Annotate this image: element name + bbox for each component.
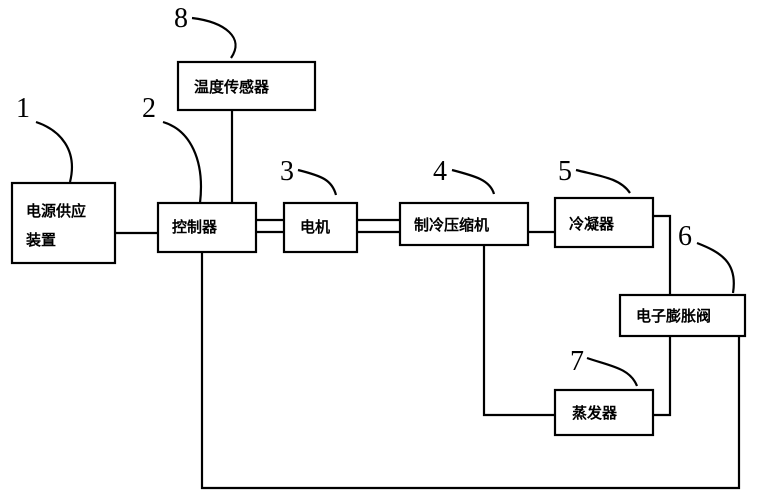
callout-numbers: 1 2 3 4 5 6 7 8 — [16, 3, 692, 377]
power-supply-label-2: 装置 — [25, 231, 56, 249]
callout-leader-6 — [696, 241, 735, 294]
controller-box: 控制器 — [156, 201, 258, 254]
motor-box: 电机 — [282, 201, 359, 254]
callout-number-4: 4 — [433, 156, 447, 187]
link-valve-evaporator — [653, 336, 672, 417]
connections — [115, 110, 741, 490]
motor-label: 电机 — [300, 218, 330, 236]
controller-label: 控制器 — [172, 218, 218, 236]
evaporator-label: 蒸发器 — [572, 404, 618, 422]
temp-sensor-label: 温度传感器 — [194, 78, 270, 96]
callout-leader-2 — [162, 120, 202, 204]
link-condenser-valve — [653, 214, 672, 295]
condenser-box: 冷凝器 — [553, 196, 655, 249]
link-evaporator-compressor — [482, 245, 555, 417]
compressor-label: 制冷压缩机 — [414, 216, 489, 234]
callout-leader-7 — [586, 356, 639, 387]
callout-leader-3 — [297, 168, 338, 196]
evaporator-box: 蒸发器 — [553, 388, 655, 437]
power-supply-label-1: 电源供应 — [26, 202, 86, 220]
callout-number-5: 5 — [558, 156, 572, 187]
callout-leader-4 — [451, 168, 496, 195]
compressor-box: 制冷压缩机 — [398, 201, 530, 247]
callout-number-7: 7 — [570, 346, 584, 377]
callout-number-1: 1 — [16, 93, 30, 124]
callout-leader-5 — [575, 168, 631, 194]
callout-leaders — [35, 16, 735, 387]
link-valve-controller — [200, 252, 741, 490]
callout-number-2: 2 — [142, 93, 156, 124]
condenser-label: 冷凝器 — [569, 215, 615, 233]
power-supply-box: 电源供应 装置 — [10, 181, 117, 265]
expansion-valve-label: 电子膨胀阀 — [636, 307, 711, 325]
callout-leader-1 — [35, 120, 73, 183]
callout-number-8: 8 — [174, 3, 188, 34]
expansion-valve-box: 电子膨胀阀 — [618, 293, 747, 338]
callout-leader-8 — [191, 16, 237, 59]
temp-sensor-box: 温度传感器 — [176, 60, 317, 112]
callout-number-3: 3 — [280, 156, 294, 187]
callout-number-6: 6 — [678, 221, 692, 252]
